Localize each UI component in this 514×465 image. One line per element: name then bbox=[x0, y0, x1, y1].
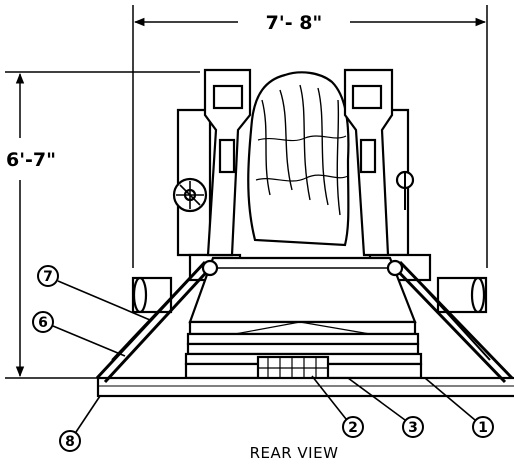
callout-6-number: 6 bbox=[38, 315, 48, 331]
height-label: 6'-7" bbox=[6, 149, 56, 171]
callout-1: 1 bbox=[424, 377, 494, 438]
callout-7: 7 bbox=[37, 265, 151, 321]
callout-7-number: 7 bbox=[43, 269, 53, 285]
callout-3: 3 bbox=[347, 377, 424, 438]
callout-8-number: 8 bbox=[65, 434, 75, 450]
callout-2-number: 2 bbox=[348, 420, 358, 436]
callout-6: 6 bbox=[32, 311, 126, 357]
view-caption: REAR VIEW bbox=[250, 444, 339, 462]
machine-drawing bbox=[95, 68, 514, 398]
width-dimension: 7'- 8" bbox=[132, 5, 488, 268]
width-label: 7'- 8" bbox=[266, 12, 323, 34]
callout-3-number: 3 bbox=[408, 420, 418, 436]
callout-2: 2 bbox=[311, 375, 364, 438]
height-dimension: 6'-7" bbox=[5, 71, 200, 379]
callout-8: 8 bbox=[59, 395, 101, 452]
callout-1-number: 1 bbox=[478, 420, 488, 436]
